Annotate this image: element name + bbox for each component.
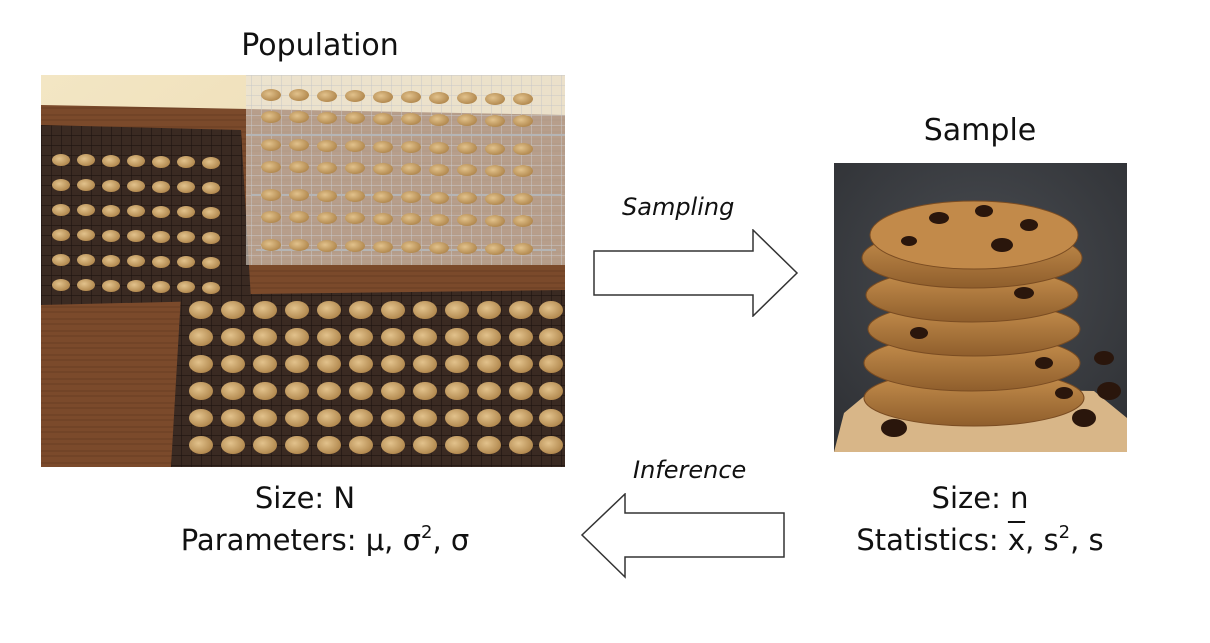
parameters-variance-exponent: 2 (420, 522, 433, 543)
population-title: Population (241, 28, 399, 63)
parameters-prefix: Parameters: μ, σ (180, 523, 421, 557)
statistics-mean-symbol: x (1007, 523, 1026, 557)
sample-photo (834, 163, 1127, 452)
left-arrow-icon (580, 493, 785, 579)
sample-size-label: Size: n (931, 481, 1029, 515)
statistics-variance-exponent: 2 (1058, 522, 1071, 543)
sampling-label: Sampling (622, 193, 735, 221)
population-parameters-label: Parameters: μ, σ2, σ (120, 522, 530, 557)
population-photo (41, 75, 565, 467)
sample-statistics-label: Statistics: x, s2, s (835, 522, 1125, 557)
statistics-suffix: , s (1070, 523, 1104, 557)
sample-title: Sample (923, 113, 1037, 148)
population-photo-drawing (41, 75, 565, 467)
sample-photo-drawing (834, 163, 1127, 452)
right-arrow-icon (593, 229, 799, 317)
population-size-label: Size: N (254, 481, 356, 515)
inference-label: Inference (633, 456, 747, 484)
parameters-suffix: , σ (432, 523, 470, 557)
statistics-prefix: Statistics: (856, 523, 1008, 557)
statistics-mid: , s (1025, 523, 1059, 557)
